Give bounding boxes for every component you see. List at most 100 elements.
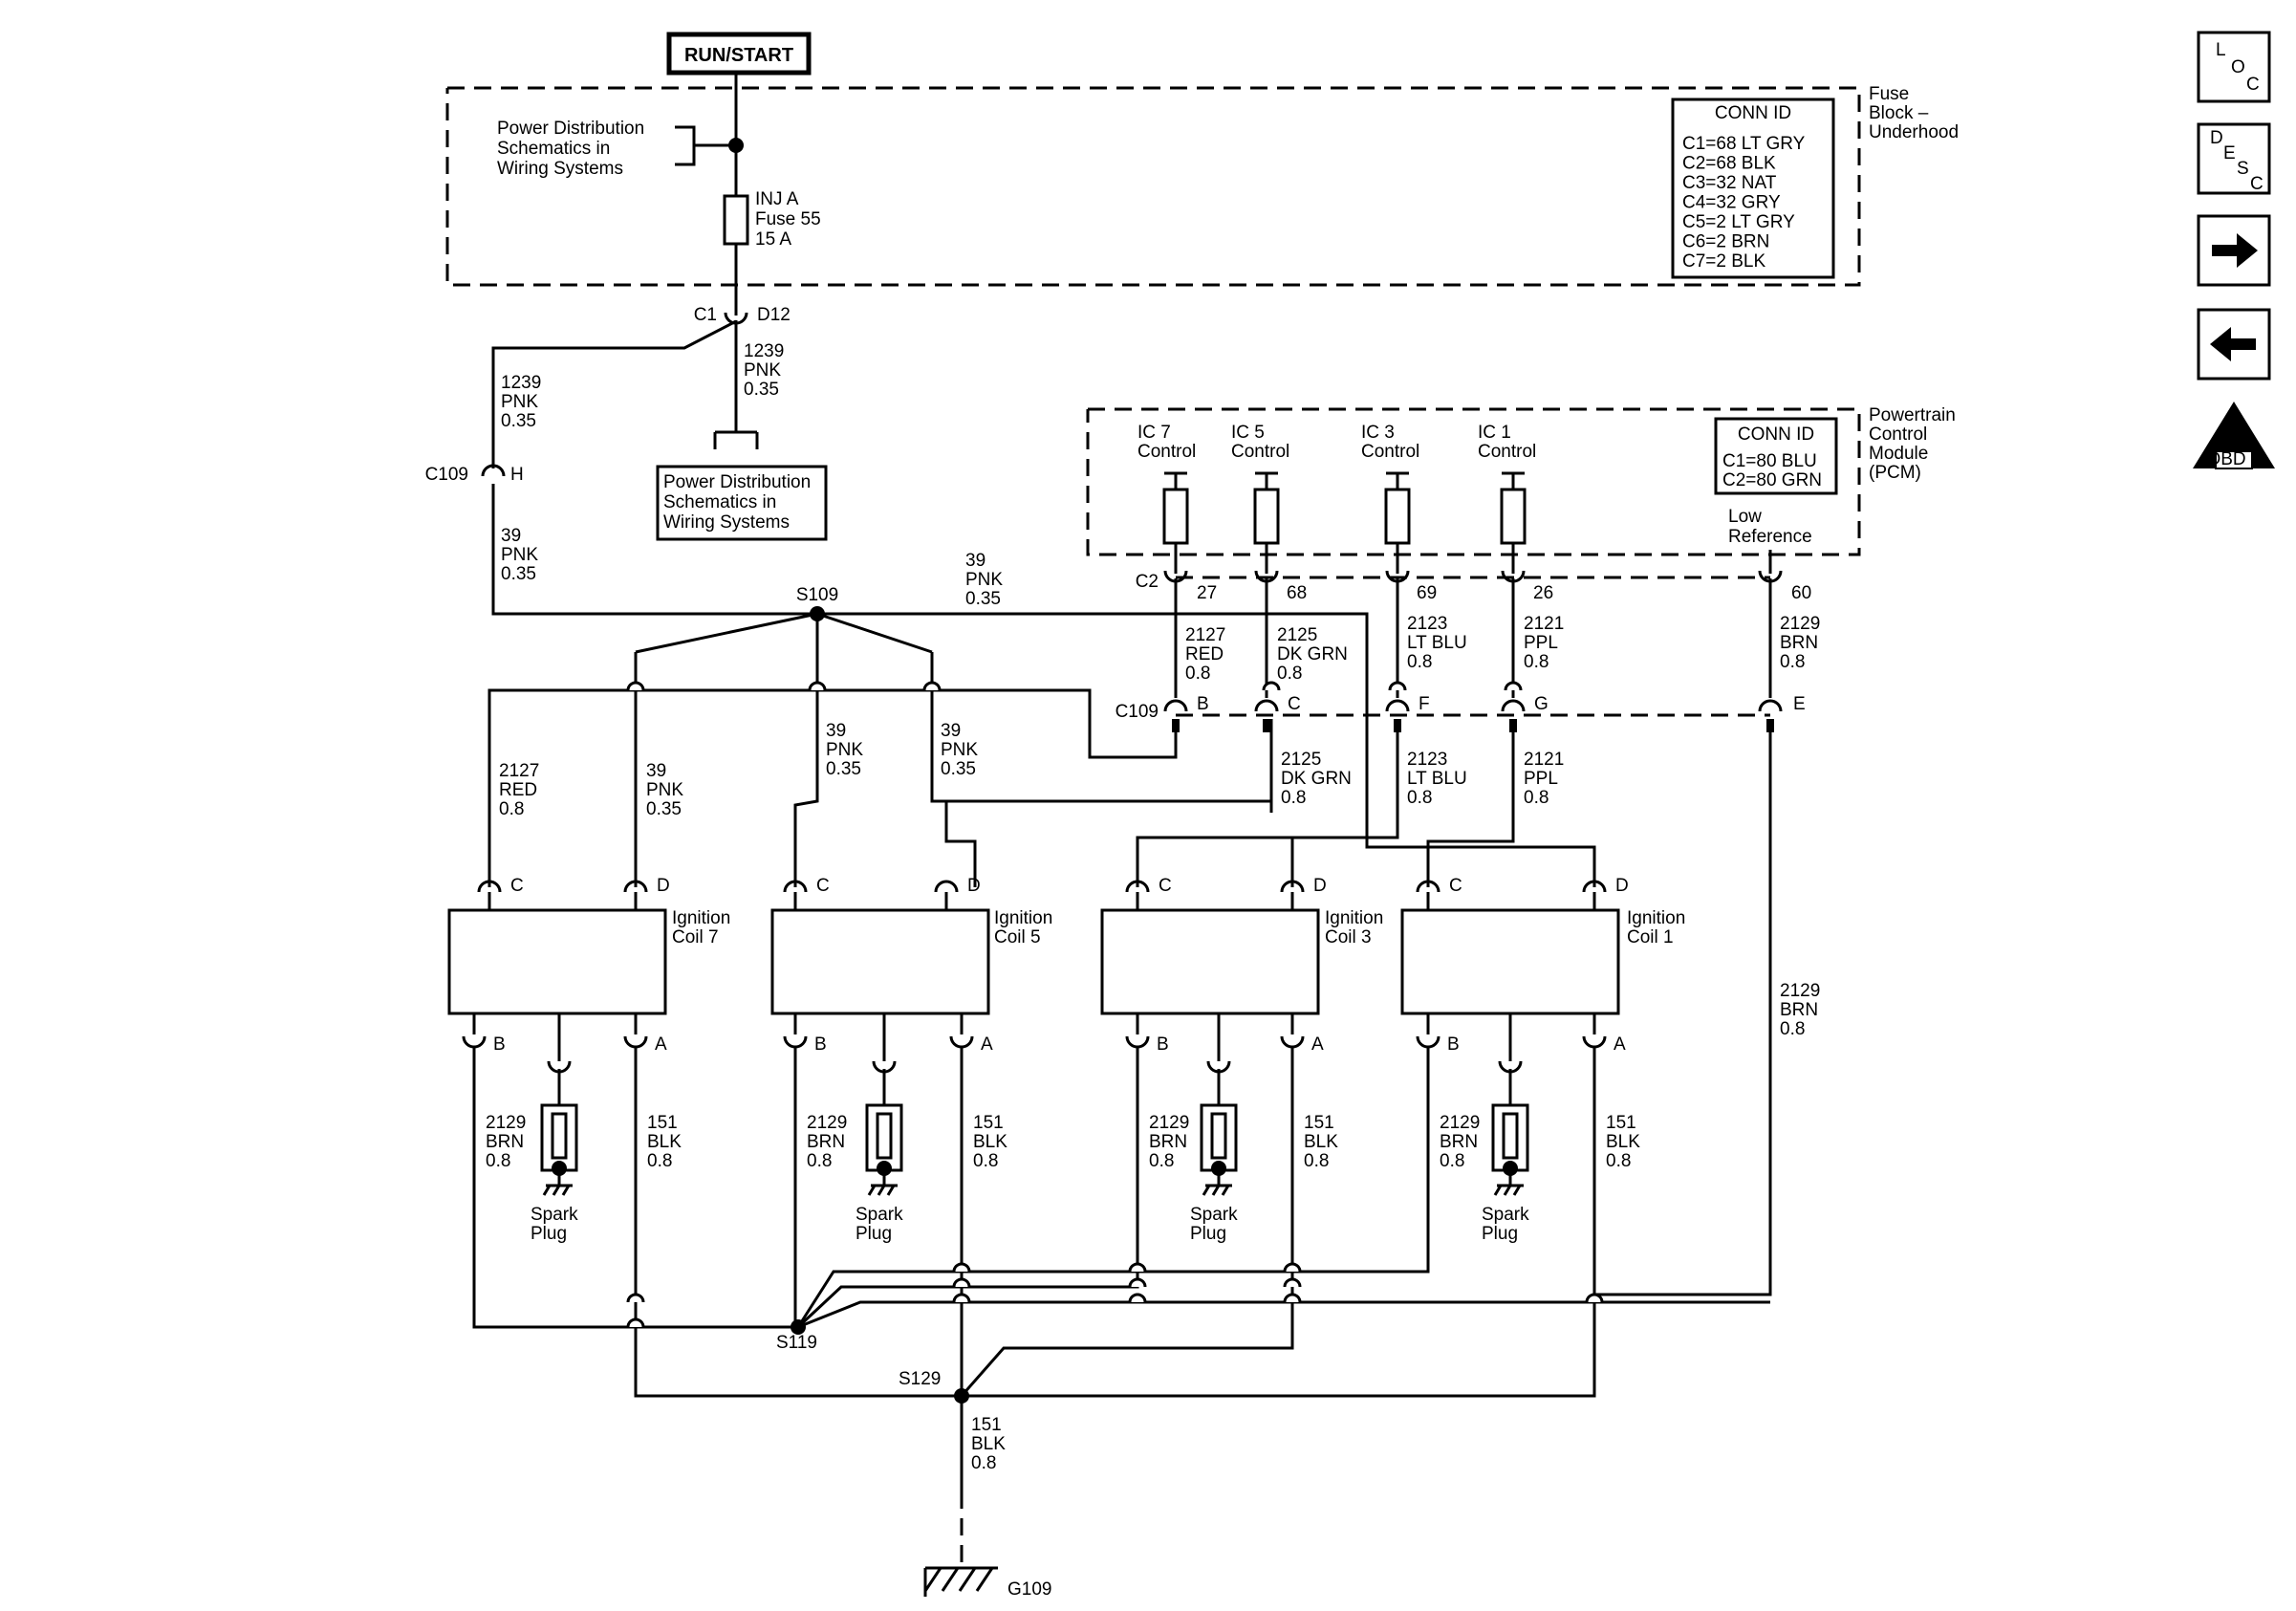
wire-151-coil-label: 0.8 [647, 1151, 672, 1171]
wire-151-coil-label: 151 [1304, 1113, 1334, 1133]
obd-triangle-icon[interactable] [2193, 402, 2275, 468]
wire-2121-label-a: 0.8 [1524, 652, 1549, 672]
wire-2129-label-a: 0.8 [1780, 652, 1805, 672]
c109-pin-label: F [1419, 694, 1430, 714]
spark-resistor [551, 1112, 568, 1160]
coil-pin-b: B [493, 1034, 506, 1055]
loc-button[interactable] [2197, 31, 2271, 103]
wire-1239-label-b: PNK [501, 392, 538, 412]
pcm-low-ref: Low [1728, 507, 1762, 527]
loc-letter: L [2216, 40, 2226, 60]
desc-letter: D [2210, 128, 2223, 148]
ic-control-label: IC 1 [1478, 423, 1511, 443]
pcm-low-ref: Reference [1728, 527, 1812, 547]
wire-crossing [952, 1277, 971, 1288]
wire-151-coil-label: 151 [1606, 1113, 1636, 1133]
fuse-conn-id-box [1671, 98, 1835, 279]
spark-dot [877, 1161, 892, 1176]
wire-39-label-e: 0.35 [941, 759, 976, 779]
spark-plug-label: Spark [1482, 1205, 1529, 1225]
spark-connector [1498, 1060, 1523, 1074]
coil-a-connector [1582, 1035, 1607, 1049]
wire-2123-label-b: 0.8 [1407, 788, 1432, 808]
run-start-label: RUN/START [684, 45, 793, 66]
d12-label: D12 [757, 305, 791, 325]
wire-39-label-e: 39 [941, 721, 961, 741]
wire-2129-coil-label: 2129 [1440, 1113, 1480, 1133]
coil-pin-c: C [510, 876, 524, 896]
wire-2129-c7 [472, 1046, 798, 1329]
coil-a-connector [1280, 1035, 1305, 1049]
wire-crossing [1128, 1262, 1147, 1273]
coil-pin-b: B [814, 1034, 827, 1055]
wire-2129-label-a: BRN [1780, 633, 1818, 653]
wire-2123-label-a: 0.8 [1407, 652, 1432, 672]
ignition-coil-label: Ignition [672, 908, 730, 928]
wire-2123-label-a: 2123 [1407, 614, 1447, 634]
ground-hatch [958, 1567, 977, 1592]
wire-151-c1 [956, 1046, 1596, 1398]
wire-1239-left [491, 319, 737, 468]
ignition-coil-label: Coil 5 [994, 927, 1041, 947]
spark-gnd-hatch [1512, 1185, 1522, 1196]
wire-crossing [1388, 681, 1407, 691]
wire-2129-coil-label: 0.8 [807, 1151, 832, 1171]
coil-c-connector [1125, 880, 1150, 893]
wire-2129-coil-label: BRN [1149, 1132, 1187, 1152]
wire-39-label-c: 39 [646, 761, 666, 781]
fuse-conn-ids: C3=32 NAT [1682, 173, 1777, 193]
power-dist-box [656, 465, 828, 541]
c109-connector [1163, 699, 1188, 712]
spark-plug-label: Spark [856, 1205, 903, 1225]
wire-crossing [626, 681, 645, 691]
wire-2129-coil-label: 0.8 [486, 1151, 510, 1171]
spark-connector [872, 1060, 897, 1074]
wire-2125-label-b: DK GRN [1281, 769, 1352, 789]
s109-label: S109 [796, 585, 838, 605]
c109-pin [1509, 719, 1517, 732]
wire-crossing [1283, 1277, 1302, 1288]
obd-plate [2215, 450, 2253, 469]
fuse-conn-ids: C2=68 BLK [1682, 154, 1776, 174]
spark-dot [552, 1161, 567, 1176]
wire-151-gnd-label: BLK [971, 1434, 1006, 1454]
wire-crossing [1128, 1293, 1147, 1303]
wire-151-coil-label: BLK [1304, 1132, 1338, 1152]
wire-2129-coil-label: 2129 [486, 1113, 526, 1133]
fuse-conn-title: CONN ID [1715, 103, 1791, 123]
wire-crossing [922, 681, 942, 691]
wire-lines [472, 73, 1836, 1597]
spark-gnd-hatch [886, 1185, 896, 1196]
ignition-coil-label: Ignition [994, 908, 1052, 928]
wire-2129-label-b: BRN [1780, 1000, 1818, 1020]
ignition-coil-label: Ignition [1325, 908, 1383, 928]
wire-39-label-b: 0.35 [965, 589, 1001, 609]
g109-label: G109 [1007, 1579, 1051, 1600]
wire-2127-label-b: RED [499, 780, 537, 800]
ic-control-label: IC 3 [1361, 423, 1395, 443]
pcm-connector [1163, 570, 1188, 583]
pcm-conn-id-box [1714, 417, 1838, 495]
ic-driver [1500, 488, 1527, 545]
ground-hatch [975, 1567, 994, 1592]
wire-2127-label-a: RED [1185, 644, 1224, 664]
ignition-coil-label: Coil 7 [672, 927, 719, 947]
spark-dot [1503, 1161, 1518, 1176]
s119-label: S119 [776, 1333, 817, 1353]
wire-2125-label-b: 2125 [1281, 750, 1321, 770]
wire-39-label-c: PNK [646, 780, 683, 800]
c1-d12-connector [724, 312, 748, 325]
ignition-coil-0 [447, 908, 667, 1015]
fuse-power-ref: Schematics in [497, 139, 610, 159]
wire-crossing [1283, 1293, 1302, 1303]
coil-d-connector [1582, 880, 1607, 893]
desc-button[interactable] [2197, 122, 2271, 195]
c109-pin-label: E [1793, 694, 1806, 714]
wire-2125-label-a: DK GRN [1277, 644, 1348, 664]
spark-gnd-hatch [1202, 1185, 1211, 1196]
pcm-conn-ids: C1=80 BLU [1722, 451, 1817, 471]
coil-c-connector [477, 880, 502, 893]
desc-letter: C [2250, 174, 2264, 194]
wire-151-c7 [634, 1046, 956, 1398]
